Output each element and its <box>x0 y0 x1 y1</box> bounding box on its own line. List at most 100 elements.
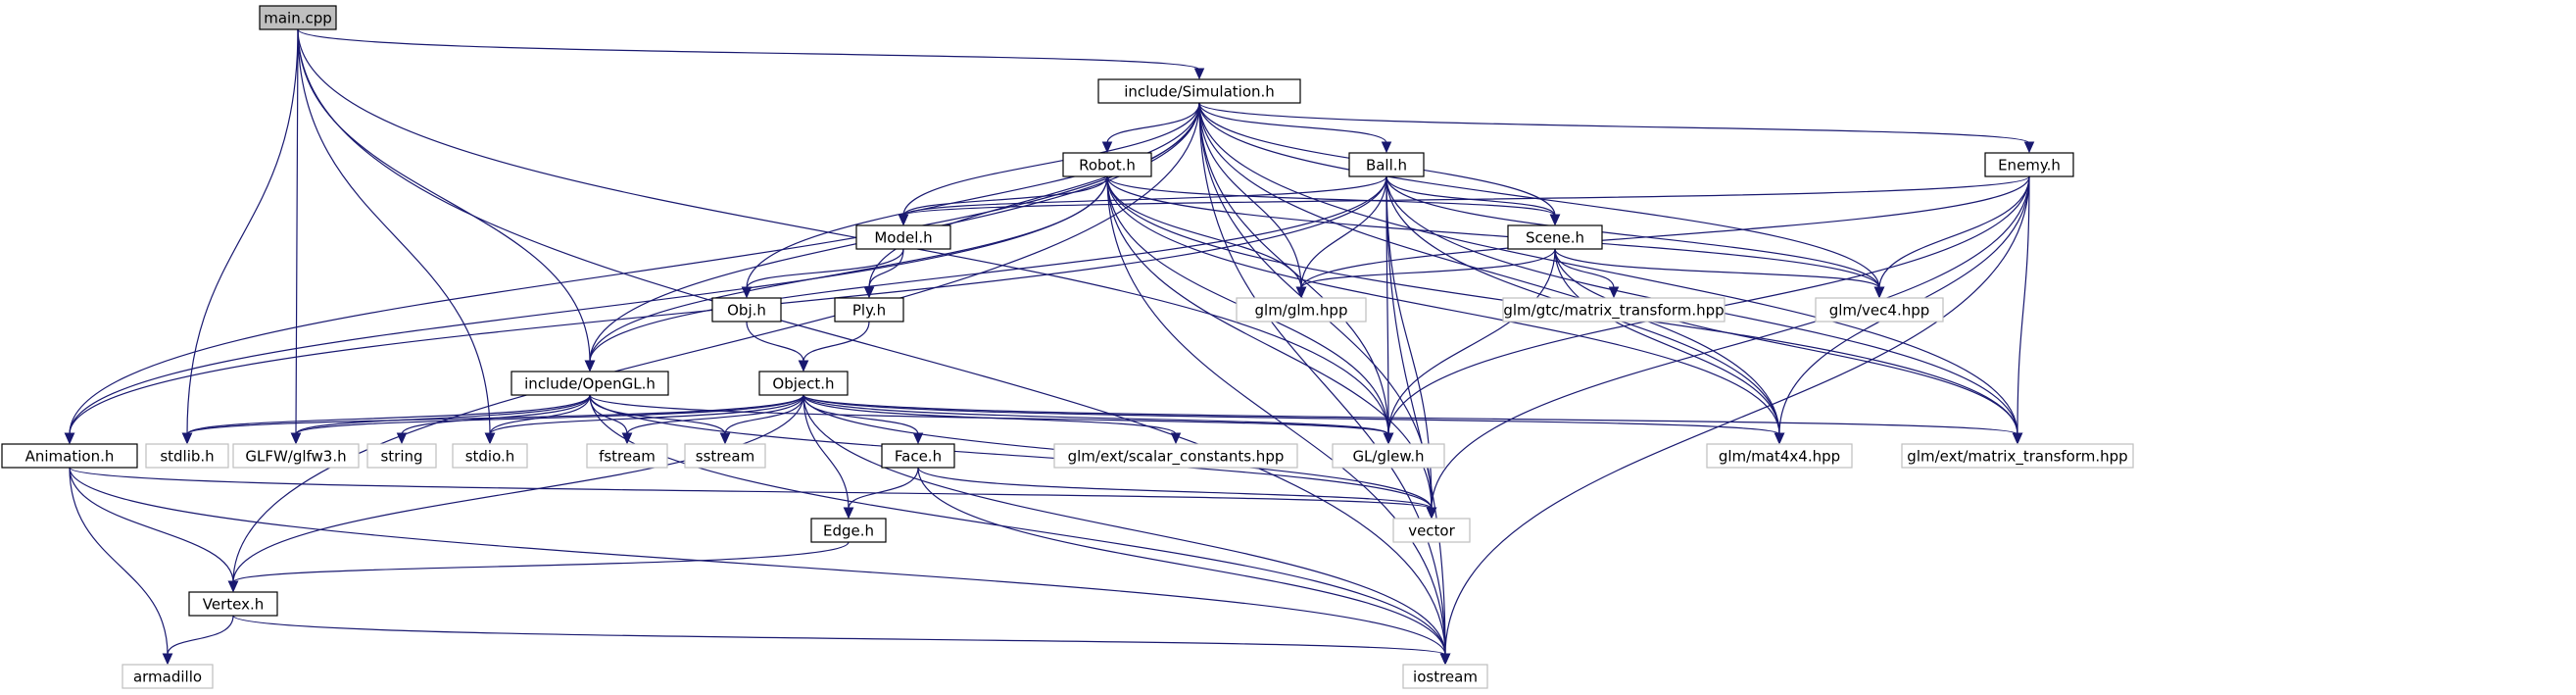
node-ext-mt: glm/ext/matrix_transform.hpp <box>1901 443 2134 469</box>
node-box <box>510 371 669 396</box>
node-string: string <box>366 443 437 469</box>
node-label: Vertex.h <box>203 596 265 614</box>
node-vec4: glm/vec4.hpp <box>1815 297 1944 323</box>
edge-line <box>746 102 1200 289</box>
edge-line <box>848 467 919 510</box>
edge-main-to-stdlib <box>181 28 299 445</box>
node-label: Animation.h <box>25 448 115 466</box>
edge-line <box>1198 102 1880 289</box>
edge-line <box>1554 248 2018 435</box>
edge-line <box>1431 175 2030 510</box>
edge-arrowhead <box>798 360 809 372</box>
edge-object-to-glew <box>802 394 1394 445</box>
edge-line <box>724 394 804 435</box>
edge-line <box>297 28 1200 71</box>
edge-line <box>232 615 1446 656</box>
node-label: iostream <box>1413 669 1478 686</box>
edge-arrowhead <box>2023 141 2035 154</box>
edge-line <box>167 615 234 656</box>
node-sstream: sstream <box>684 443 766 469</box>
node-scene[interactable]: Scene.h <box>1507 224 1603 250</box>
edge-line <box>1300 248 1556 289</box>
edge-line <box>1198 102 1446 656</box>
edge-line <box>232 541 850 583</box>
node-gtc: glm/gtc/matrix_transform.hpp <box>1502 297 1725 323</box>
edge-object-to-face <box>802 394 924 445</box>
edge-object-to-mat4 <box>802 394 1785 445</box>
node-model[interactable]: Model.h <box>855 224 951 250</box>
node-vertex[interactable]: Vertex.h <box>188 591 278 617</box>
node-edge[interactable]: Edge.h <box>810 518 887 543</box>
edge-arrowhead <box>1439 653 1451 666</box>
edge-scene-to-glm <box>1295 248 1556 299</box>
node-box <box>758 371 849 396</box>
node-box <box>1053 443 1298 469</box>
node-label: glm/vec4.hpp <box>1829 302 1930 320</box>
node-object[interactable]: Object.h <box>758 371 849 396</box>
node-box <box>145 443 229 469</box>
node-enemy[interactable]: Enemy.h <box>1984 152 2074 177</box>
edge-object-to-iostream <box>802 394 1451 666</box>
node-opengl[interactable]: include/OpenGL.h <box>510 371 669 396</box>
edge-line <box>232 394 804 583</box>
edge-scene-to-vec4 <box>1554 248 1885 299</box>
edge-line <box>589 175 1387 363</box>
node-label: Model.h <box>874 229 932 247</box>
edge-arrowhead <box>1170 432 1182 445</box>
edge-line <box>297 28 591 363</box>
edge-line <box>1387 248 1556 435</box>
node-label: Robot.h <box>1079 157 1136 174</box>
edge-line <box>902 175 1108 217</box>
node-ball[interactable]: Ball.h <box>1348 152 1425 177</box>
edge-model-to-ply <box>863 248 904 299</box>
edge-arrowhead <box>741 286 753 299</box>
node-box <box>1402 664 1488 689</box>
node-main[interactable]: main.cpp <box>259 5 337 30</box>
node-box <box>711 297 782 323</box>
node-sim[interactable]: include/Simulation.h <box>1097 78 1301 104</box>
node-box <box>366 443 437 469</box>
edge-line <box>69 467 1433 510</box>
edge-main-to-stdio <box>297 28 496 445</box>
edge-opengl-to-iostream <box>589 394 1451 666</box>
edges-layer <box>64 28 2035 666</box>
node-box <box>1097 78 1301 104</box>
edge-object-to-fstream <box>621 394 804 445</box>
edge-ball-to-vec4 <box>1385 175 1885 299</box>
edge-line <box>69 467 169 656</box>
edge-arrowhead <box>162 653 173 666</box>
edge-line <box>1385 175 1556 217</box>
node-label: Ply.h <box>852 302 886 320</box>
edge-line <box>1385 175 1880 289</box>
edge-line <box>902 102 1200 217</box>
edge-scene-to-gtc <box>1554 248 1620 299</box>
node-ply[interactable]: Ply.h <box>834 297 904 323</box>
edge-line <box>69 175 1108 435</box>
edge-line <box>868 248 904 289</box>
edge-arrowhead <box>227 580 239 593</box>
edge-line <box>802 394 1446 656</box>
edge-line <box>1106 102 1200 144</box>
edge-object-to-ext_mt <box>802 394 2023 445</box>
edge-line <box>232 102 1200 583</box>
edge-line <box>1106 175 1446 656</box>
node-obj[interactable]: Obj.h <box>711 297 782 323</box>
node-stdio: stdio.h <box>452 443 528 469</box>
edge-line <box>802 394 1389 435</box>
edge-arrowhead <box>1873 286 1885 299</box>
node-box <box>1332 443 1445 469</box>
node-label: Edge.h <box>823 522 874 540</box>
node-label: string <box>380 448 422 466</box>
edge-object-to-stdio <box>484 394 804 445</box>
node-label: vector <box>1408 522 1455 540</box>
node-label: Face.h <box>895 448 942 466</box>
edge-line <box>1385 175 1446 656</box>
node-anim[interactable]: Animation.h <box>1 443 138 469</box>
node-label: stdlib.h <box>160 448 214 466</box>
node-robot[interactable]: Robot.h <box>1062 152 1152 177</box>
node-face[interactable]: Face.h <box>881 443 955 469</box>
edge-line <box>1198 102 1780 435</box>
node-label: GL/glew.h <box>1352 448 1424 466</box>
